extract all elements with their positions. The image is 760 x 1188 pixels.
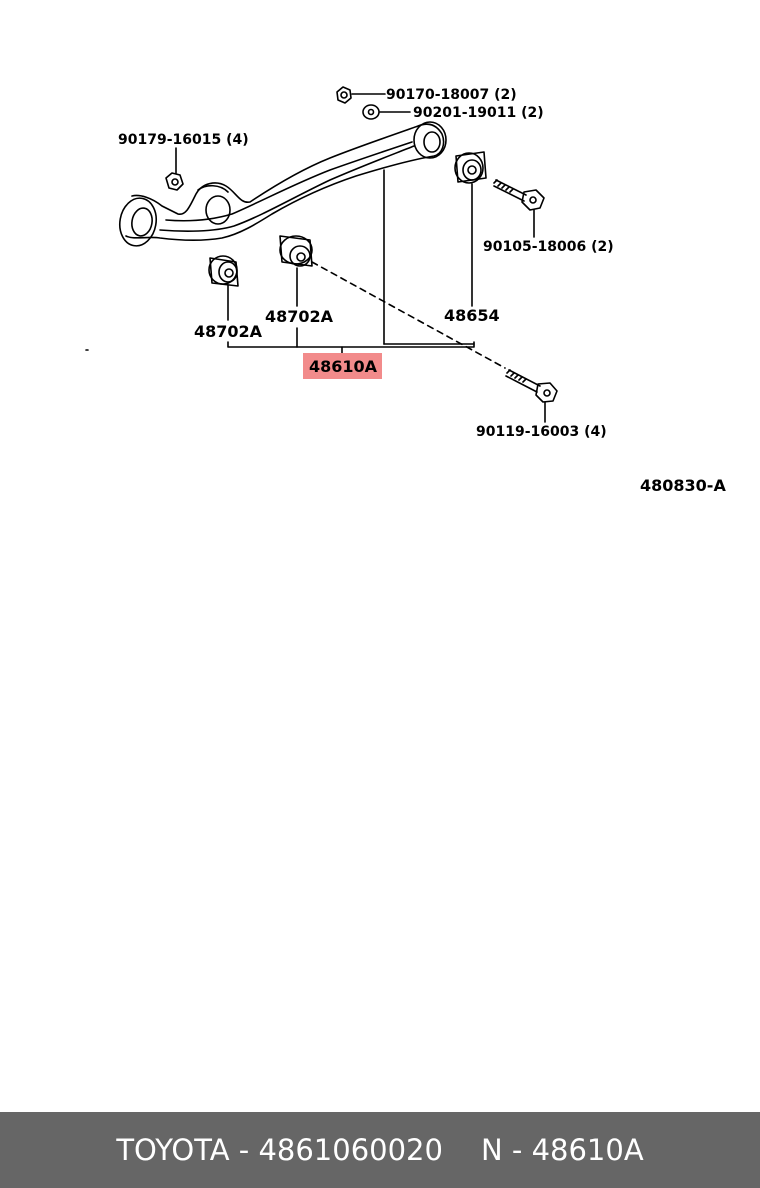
nut-90170-drawing	[336, 86, 352, 104]
bushing-48702a-front-drawing	[208, 255, 239, 287]
footer-bar: TOYOTA - 4861060020 N - 48610A	[0, 1112, 760, 1188]
nut-90179-drawing	[165, 172, 184, 191]
part-label-nut-left: 90179-16015 (4)	[118, 132, 249, 148]
arm-assembly-highlight	[303, 353, 382, 379]
suspension-arm-drawing	[118, 121, 447, 247]
footer-part-number: TOYOTA - 4861060020	[116, 1133, 443, 1167]
bolt-90119-drawing	[505, 369, 558, 403]
part-label-bolt-upper: 90105-18006 (2)	[483, 239, 614, 255]
diagram-reference: 480830-A	[640, 476, 726, 495]
footer-reference: N - 48610A	[480, 1133, 644, 1167]
part-label-bushing-right: 48654	[444, 306, 500, 325]
bushing-48654-drawing	[454, 151, 487, 184]
parts-diagram: 90170-18007 (2) 90201-19011 (2) 90179-16…	[85, 86, 726, 495]
bushing-48702a-middle-drawing	[279, 235, 313, 267]
part-label-arm-assembly[interactable]: 48610A	[309, 357, 378, 376]
part-label-bushing-front: 48702A	[194, 322, 263, 341]
part-label-bushing-middle: 48702A	[265, 307, 334, 326]
part-label-bolt-lower: 90119-16003 (4)	[476, 424, 607, 440]
part-label-nut: 90170-18007 (2)	[386, 87, 517, 103]
part-label-washer: 90201-19011 (2)	[413, 105, 544, 121]
bolt-90105-drawing	[493, 179, 545, 211]
washer-90201-drawing	[362, 104, 380, 120]
